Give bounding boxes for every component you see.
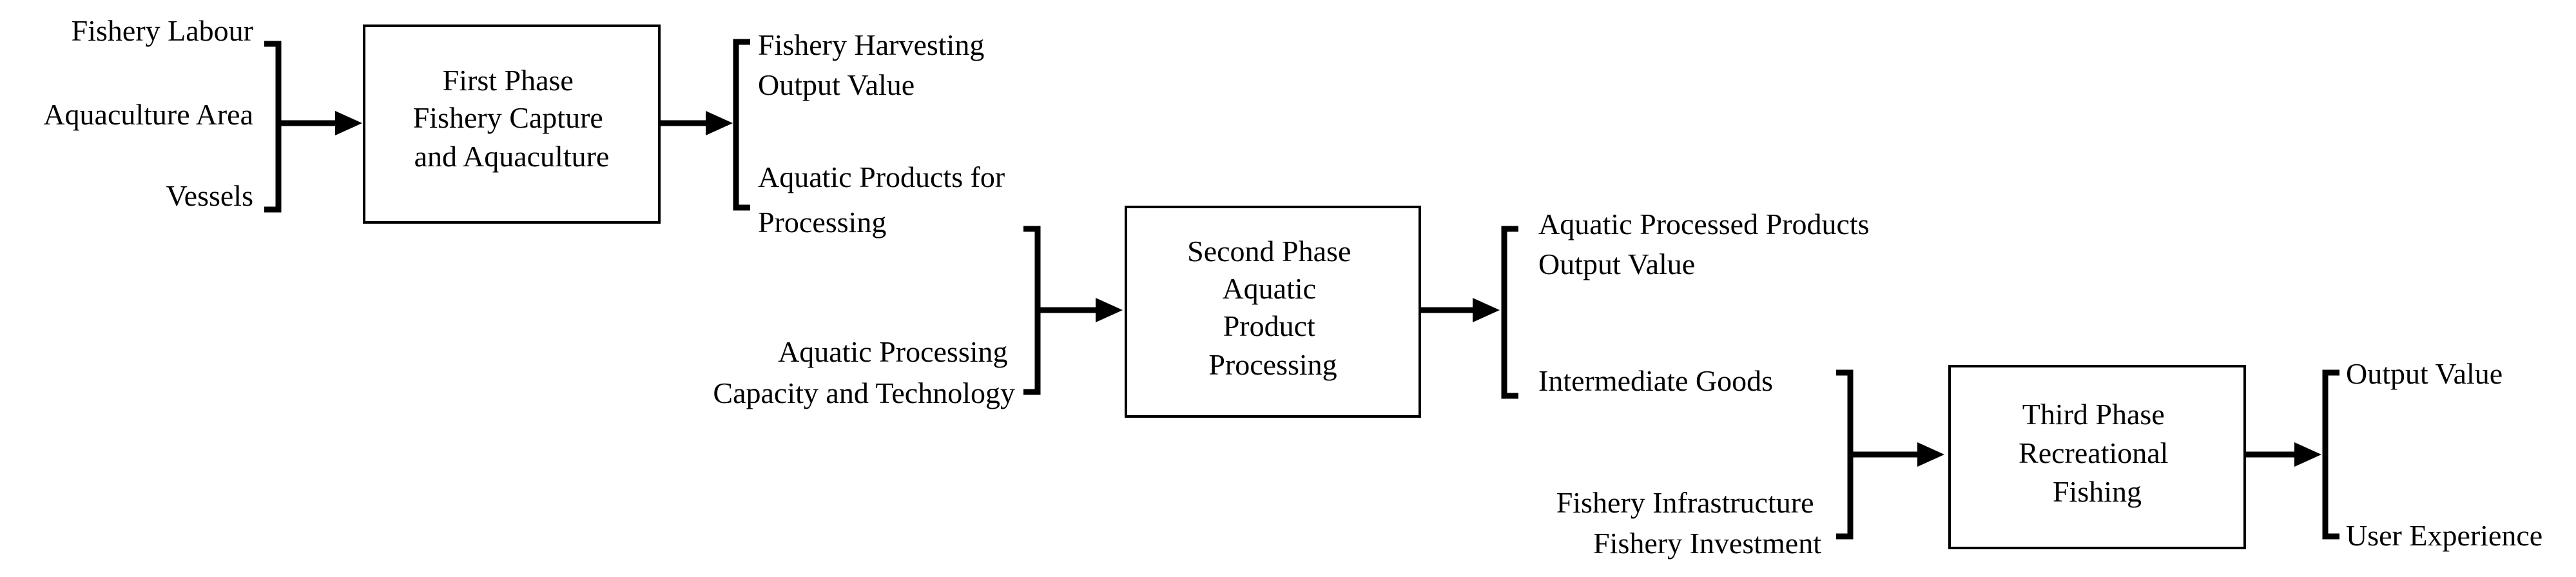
output-output-value: Output Value — [2346, 357, 2503, 390]
phase-3-input-bracket — [1836, 369, 1854, 540]
phase-2-output-bracket — [1501, 226, 1518, 399]
phase-1-title-line-3: and Aquaculture — [414, 140, 610, 173]
output-fishery-harvesting-output-value: Fishery Harvesting Output Value — [758, 28, 992, 101]
phase-3-output-bracket — [2322, 369, 2339, 540]
input-aquaculture-area: Aquaculture Area — [43, 98, 253, 131]
phase-3-title-line-2: Recreational — [2019, 436, 2168, 469]
phase-3-output-arrow-head — [2294, 442, 2321, 467]
input-vessels: Vessels — [166, 179, 253, 212]
phase-3-box — [1948, 365, 2246, 549]
output-intermediate-goods: Intermediate Goods — [1538, 364, 1773, 397]
input-fishery-infrastructure-and-investment: Fishery Infrastructure Fishery Investmen… — [1556, 486, 1822, 560]
phase-1-title-line-2: Fishery Capture — [413, 101, 603, 134]
phase-3-title-line-1: Third Phase — [2022, 398, 2165, 431]
phase-1-input-arrow-head — [335, 111, 362, 135]
output-aquatic-processed-products-output-value: Aquatic Processed Products Output Value — [1538, 208, 1877, 280]
phase-2-title-line-1: Second Phase — [1187, 235, 1351, 268]
phase-1-box — [363, 24, 661, 224]
phase-3-group: Fishery Infrastructure Fishery Investmen… — [1556, 357, 2543, 560]
output-aquatic-products-for-processing: Aquatic Products for Processing — [758, 161, 1012, 239]
phase-2-title-line-2: Aquatic — [1222, 272, 1316, 305]
phase-1-group: Fishery Labour Aquaculture Area Vessels … — [43, 14, 1012, 239]
phase-2-input-arrow-head — [1096, 298, 1123, 322]
output-user-experience: User Experience — [2346, 519, 2542, 552]
phase-2-title-line-4: Processing — [1208, 348, 1337, 381]
phase-1-output-arrow-head — [706, 111, 733, 135]
phase-1-output-bracket — [733, 39, 750, 211]
phase-2-title-line-3: Product — [1223, 309, 1315, 342]
phase-2-box — [1125, 206, 1421, 418]
phase-1-title: First Phase Fishery Capture and Aquacult… — [413, 64, 611, 173]
phase-2-output-arrow-head — [1473, 298, 1500, 322]
phase-1-title-line-1: First Phase — [443, 64, 574, 97]
input-fishery-labour: Fishery Labour — [72, 14, 253, 47]
phase-3-title-line-3: Fishing — [2053, 475, 2142, 508]
phase-2-input-bracket — [1023, 226, 1041, 395]
phase-2-title: Second Phase Aquatic Product Processing — [1187, 235, 1359, 381]
phase-3-title: Third Phase Recreational Fishing — [2019, 398, 2176, 508]
phase-1-input-bracket — [264, 41, 282, 213]
phase-2-group: Aquatic Processing Capacity and Technolo… — [713, 206, 1877, 418]
input-aquatic-processing-capacity-and-technology: Aquatic Processing Capacity and Technolo… — [713, 335, 1015, 409]
phase-3-input-arrow-head — [1917, 442, 1944, 467]
